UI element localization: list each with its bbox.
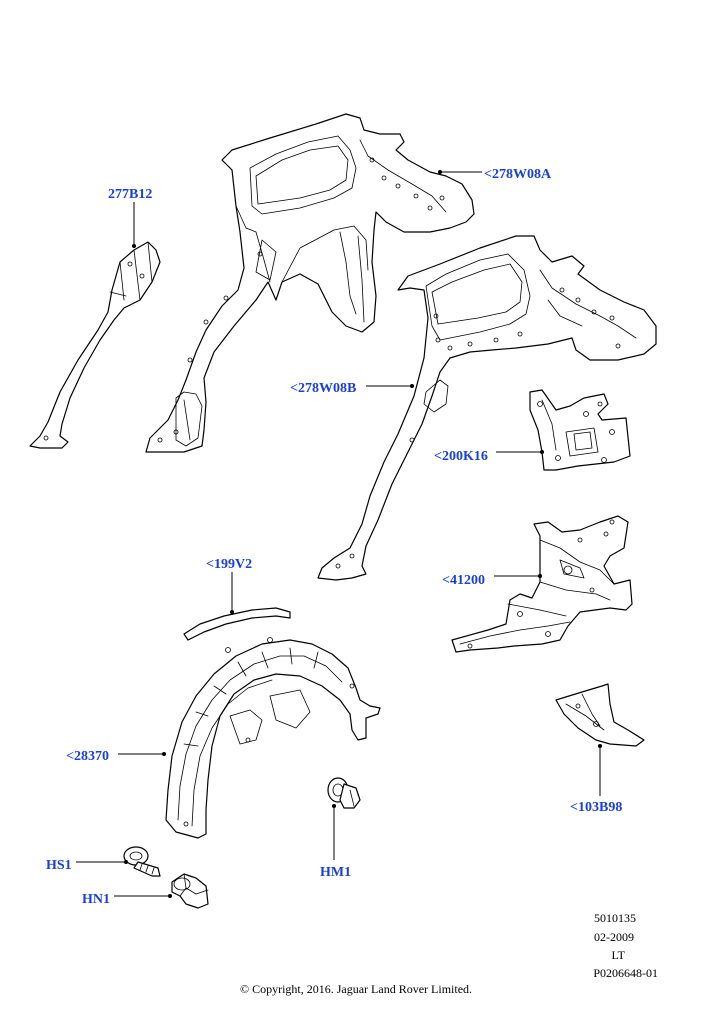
fastener-HN1-drawing — [171, 873, 209, 909]
diagram-number: 5010135 — [594, 911, 636, 925]
callout-28370[interactable]: <28370 — [66, 749, 109, 764]
leader-lines — [76, 170, 602, 898]
part-199V2-drawing — [183, 607, 291, 641]
part-278W08B-drawing — [317, 235, 657, 581]
diagram-date: 02-2009 — [594, 930, 634, 944]
callout-HN1[interactable]: HN1 — [82, 892, 110, 907]
diagram-code: LT — [611, 948, 625, 962]
callout-200K16[interactable]: <200K16 — [434, 449, 488, 464]
copyright-notice: © Copyright, 2016. Jaguar Land Rover Lim… — [240, 982, 472, 996]
callout-HM1[interactable]: HM1 — [320, 865, 351, 880]
callout-199V2[interactable]: <199V2 — [206, 557, 252, 572]
fastener-HM1-drawing — [327, 777, 361, 809]
diagram-reference: P0206648-01 — [593, 966, 658, 980]
part-277B12-drawing — [29, 241, 161, 449]
callout-HS1[interactable]: HS1 — [46, 858, 72, 873]
part-103B98-drawing — [555, 683, 645, 747]
callout-278W08B[interactable]: <278W08B — [290, 381, 356, 396]
part-28370-drawing — [165, 637, 381, 839]
part-41200-drawing — [451, 515, 633, 653]
callout-277B12[interactable]: 277B12 — [108, 187, 152, 202]
part-278W08A-drawing — [145, 113, 475, 453]
callout-103B98[interactable]: <103B98 — [570, 800, 622, 815]
callout-278W08A[interactable]: <278W08A — [484, 167, 552, 182]
diagram-metadata: 5010135 02-2009 LT P0206648-01 — [593, 911, 658, 980]
fastener-HS1-drawing — [123, 846, 161, 877]
callout-41200[interactable]: <41200 — [442, 573, 485, 588]
part-200K16-drawing — [529, 389, 631, 471]
